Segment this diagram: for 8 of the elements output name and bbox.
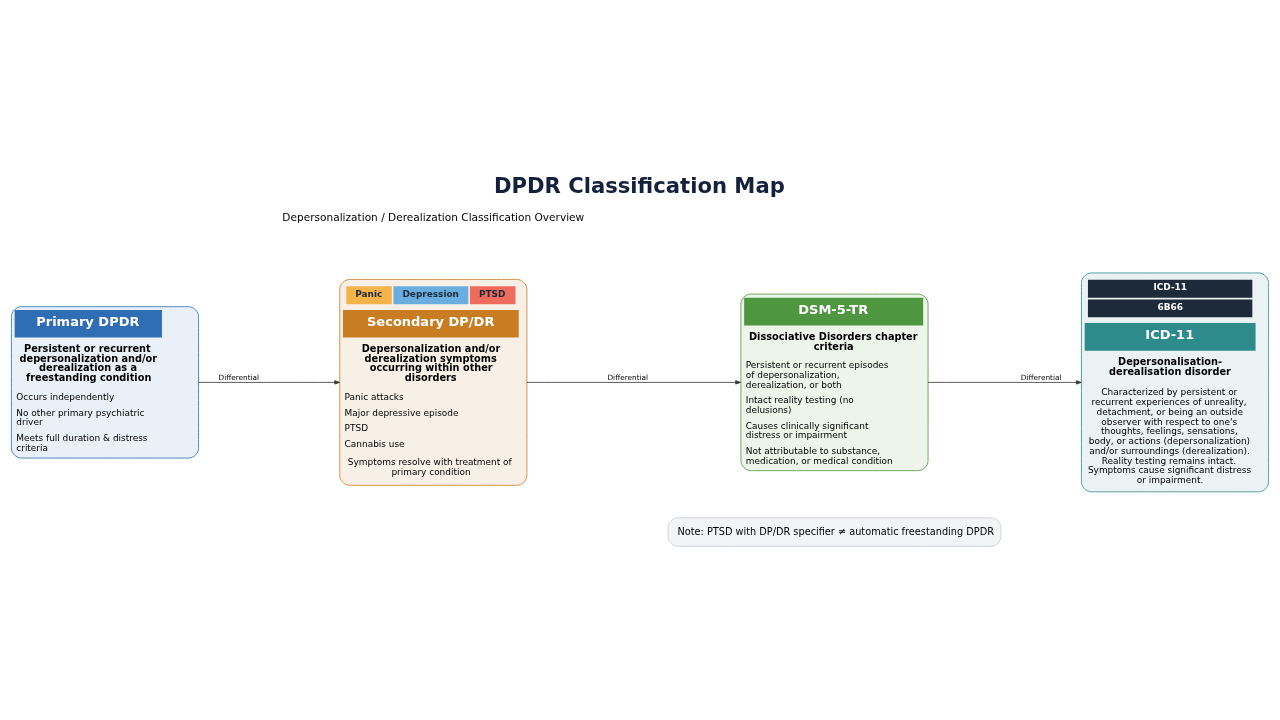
label: Depersonalization / Derealization Classification Overview: [282, 210, 585, 223]
edge-label: Differential: [1020, 373, 1062, 383]
arrow: [927, 380, 1082, 385]
arrow: [526, 380, 741, 385]
diagram-title: DPDR Classification Map: [493, 172, 785, 198]
arrow: [198, 380, 341, 385]
edge-label: Differential: [218, 373, 260, 383]
edge-label: Differential: [607, 373, 649, 383]
